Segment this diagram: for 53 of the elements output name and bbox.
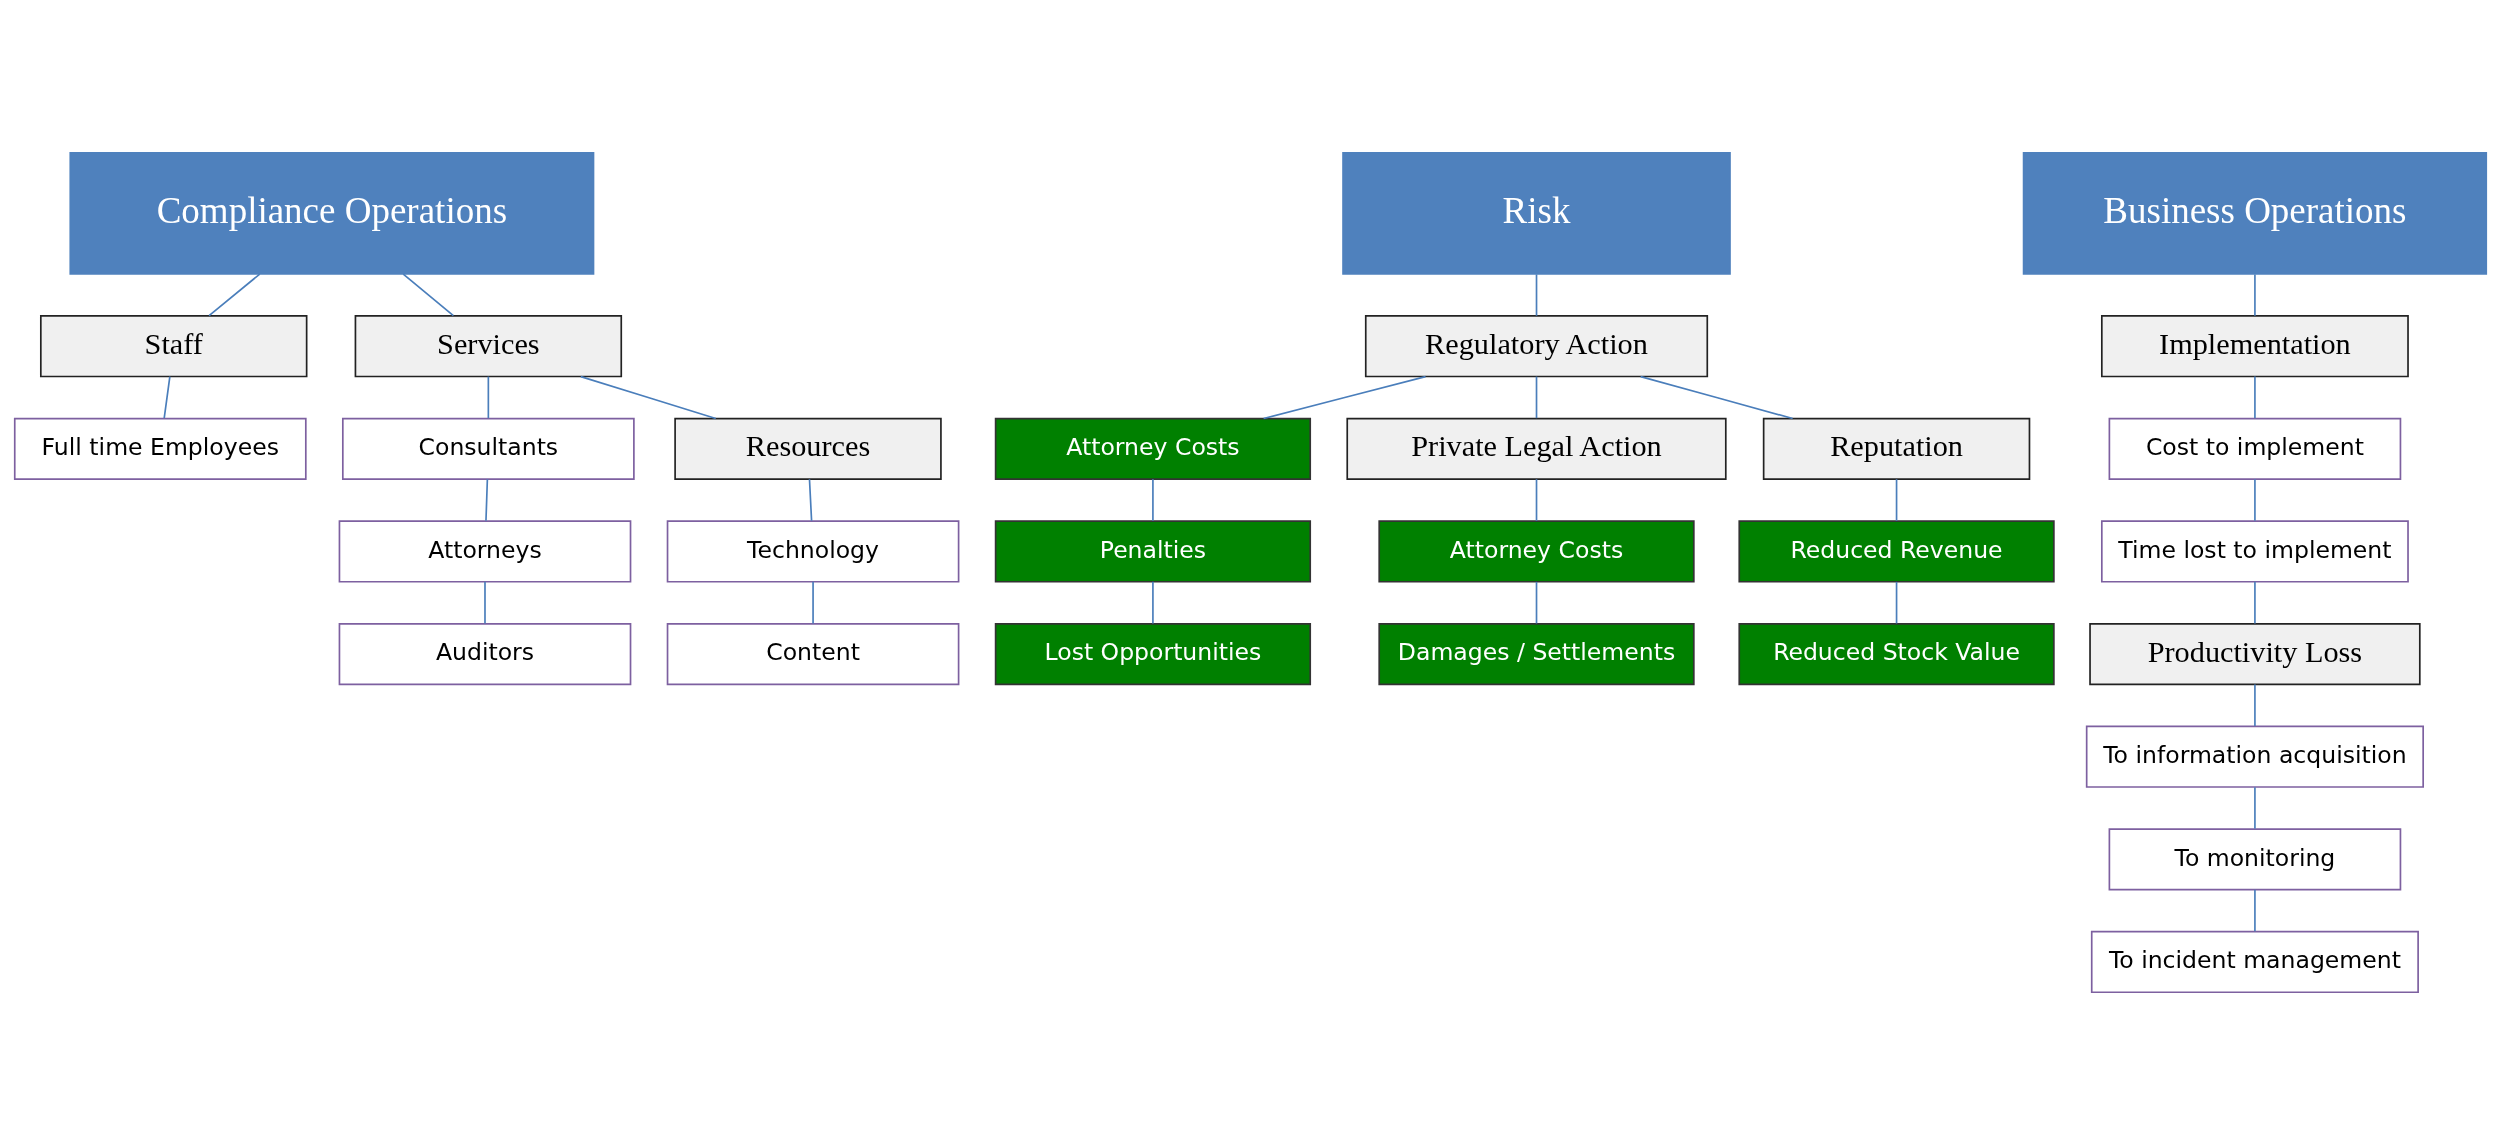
node-box: Cost to implement xyxy=(2108,417,2402,480)
node-box: Time lost to implement xyxy=(2101,519,2409,583)
connector xyxy=(2254,683,2256,727)
node-box: Reduced Stock Value xyxy=(1738,622,2055,685)
connector xyxy=(812,580,814,624)
connector xyxy=(2254,273,2256,317)
node-box: Consultants xyxy=(342,417,635,480)
node-box: Resources xyxy=(674,417,942,480)
node-box: Business Operations xyxy=(2022,151,2488,275)
connector xyxy=(1535,375,1538,419)
connector xyxy=(580,375,717,419)
node-box: To information acquisition xyxy=(2085,725,2424,788)
node-box: Damages / Settlements xyxy=(1378,622,1695,685)
connector xyxy=(2254,888,2256,932)
node-box: Lost Opportunities xyxy=(994,622,1312,685)
connector xyxy=(1535,477,1538,522)
node-box: Penalties xyxy=(994,519,1312,583)
node-box: Private Legal Action xyxy=(1346,417,1727,480)
node-box: Attorney Costs xyxy=(1378,519,1695,583)
connector xyxy=(1262,375,1427,419)
node-box: Technology xyxy=(666,519,960,583)
node-box: Regulatory Action xyxy=(1364,314,1709,377)
connector xyxy=(487,375,490,419)
connector xyxy=(1535,273,1538,317)
node-box: To monitoring xyxy=(2108,827,2402,890)
connector xyxy=(1895,477,1898,522)
node-box: Services xyxy=(354,314,623,377)
connector xyxy=(1152,477,1154,522)
connector xyxy=(808,477,813,522)
node-box: Staff xyxy=(40,314,308,377)
connector xyxy=(1639,375,1794,419)
node-box: Attorney Costs xyxy=(994,417,1312,480)
connector xyxy=(484,580,486,624)
connector xyxy=(1152,580,1154,624)
node-box: Productivity Loss xyxy=(2089,622,2421,685)
node-box: Full time Employees xyxy=(13,417,307,480)
node-box: Risk xyxy=(1342,151,1731,275)
node-box: Implementation xyxy=(2101,314,2409,377)
connector xyxy=(2254,375,2256,419)
connector xyxy=(485,477,489,522)
connector xyxy=(2254,785,2256,830)
node-box: Reduced Revenue xyxy=(1738,519,2055,583)
connector xyxy=(1895,580,1898,624)
node-box: To incident management xyxy=(2090,930,2419,993)
connector xyxy=(2254,580,2256,624)
connector xyxy=(2254,477,2256,522)
connector xyxy=(1535,580,1538,624)
node-box: Auditors xyxy=(338,622,632,685)
node-box: Content xyxy=(666,622,960,685)
node-box: Compliance Operations xyxy=(69,151,595,275)
node-box: Attorneys xyxy=(338,519,632,583)
connector xyxy=(163,375,171,419)
node-box: Reputation xyxy=(1762,417,2031,480)
